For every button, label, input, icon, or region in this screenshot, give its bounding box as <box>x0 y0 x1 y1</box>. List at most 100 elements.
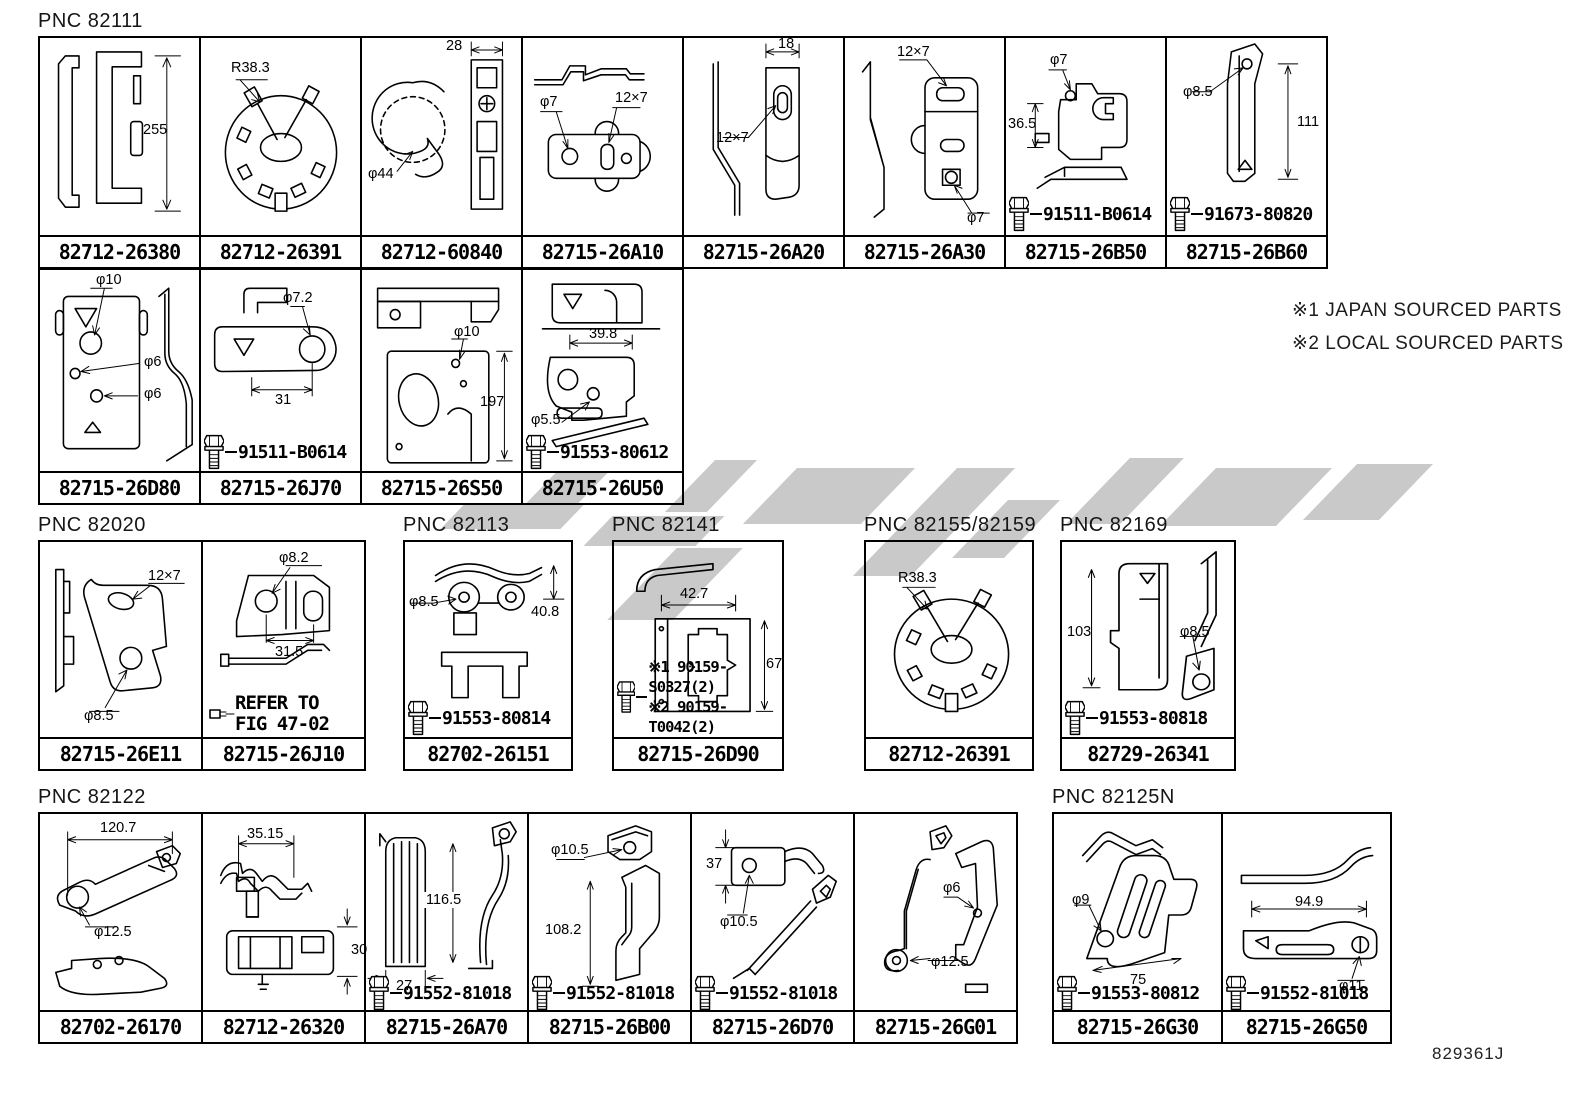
dimension-label: 42.7 <box>680 586 709 602</box>
part-sketch <box>893 586 1010 713</box>
part-cell: 35.15 30 82712-26320 <box>201 812 367 1044</box>
dimension-label: 75 <box>1130 972 1147 988</box>
dimension-label: φ8.5 <box>409 594 439 610</box>
bolt-part-number: 91553-80612 <box>560 441 669 463</box>
bolt-icon <box>532 975 552 1011</box>
connector-icon <box>209 709 235 719</box>
part-sketch <box>712 43 800 216</box>
part-number: 82715-26S50 <box>362 471 521 503</box>
bolt-icon <box>369 975 389 1011</box>
bolt-callout: 91673-80820 <box>1170 195 1313 233</box>
part-sketch <box>219 835 358 995</box>
sourcing-notes: ※1 JAPAN SOURCED PARTS ※2 LOCAL SOURCED … <box>1292 294 1564 360</box>
part-sketch <box>1191 43 1299 183</box>
part-sketch <box>715 829 837 980</box>
part-sketch <box>376 287 513 464</box>
part-cell: φ7.2 31 91511-B0614 82715-26J70 <box>199 268 362 505</box>
dimension-label: φ6 <box>144 386 162 402</box>
bolt-icon <box>204 434 224 470</box>
bolt-part-number: 91673-80820 <box>1204 203 1313 225</box>
pnc-header: PNC 82122 <box>38 786 146 808</box>
bolt-icon <box>526 434 546 470</box>
bolt-icon <box>1009 196 1029 232</box>
pnc-header: PNC 82155/82159 <box>864 514 1037 536</box>
pnc-header: PNC 82169 <box>1060 514 1168 536</box>
part-sketch <box>410 563 565 699</box>
bolt-part-number: 91511-B0614 <box>238 441 347 463</box>
part-number: 82702-26151 <box>405 737 571 769</box>
bolt-callout: 91553-80812 <box>1057 974 1200 1012</box>
bolt-callout: 91553-80814 <box>408 699 551 737</box>
dimension-label: 111 <box>1297 114 1320 130</box>
part-cell: 12×7 φ8.5 82715-26E11 <box>38 540 203 771</box>
dimension-label: 12×7 <box>148 568 181 584</box>
part-number: 82715-26A70 <box>366 1010 527 1042</box>
bolt-callout: 91511-B0614 <box>1009 195 1152 233</box>
dimension-label: φ10 <box>96 272 122 288</box>
part-number: 82715-26A30 <box>845 235 1004 267</box>
part-sketch <box>1082 551 1217 701</box>
pnc-header: PNC 82113 <box>403 514 510 536</box>
part-sketch <box>541 283 661 448</box>
dimension-label: φ7 <box>967 210 985 226</box>
part-sketch <box>54 287 193 462</box>
pnc-section-82020: PNC 82020 12×7 φ8.5 82715-26E11 <box>38 514 366 771</box>
part-cell: 255 82712-26380 <box>38 36 201 269</box>
pnc-section-82169: PNC 82169 103 φ8.5 <box>1060 514 1236 771</box>
part-sketch <box>213 287 337 397</box>
bolt-icon <box>695 975 715 1011</box>
dimension-label: 94.9 <box>1295 894 1324 910</box>
bolt-part-number: 91511-B0614 <box>1043 203 1152 225</box>
dimension-label: 67 <box>766 656 783 672</box>
part-sketch <box>55 831 182 996</box>
bolt-callout: ※1 90159-S0327(2) ※2 90159-T0042(2) <box>617 657 782 737</box>
pnc-section-82111-row2: φ10 φ6 φ6 82715-26D80 φ7.2 31 <box>38 268 684 505</box>
pnc-section-82141: PNC 82141 42.7 67 <box>612 514 784 771</box>
part-sketch <box>371 41 504 210</box>
dimension-label: φ10 <box>454 324 480 340</box>
bolt-callout: 91552-81018 <box>695 974 838 1012</box>
dimension-label: R38.3 <box>898 570 937 586</box>
part-cell: R38.3 82712-26391 <box>199 36 362 269</box>
part-number: 82715-26D80 <box>40 471 199 503</box>
dimension-label: 39.8 <box>589 326 618 342</box>
dimension-label: 12×7 <box>716 130 749 146</box>
part-cell: φ8.5 40.8 91553-80814 82702-26151 <box>403 540 573 771</box>
part-sketch <box>533 65 652 193</box>
part-cell: φ8.2 31.5 REFER TO FIG 47-02 82715-26J10 <box>201 540 366 771</box>
part-number: 82715-26B50 <box>1006 235 1165 267</box>
dimension-label: φ10.5 <box>551 842 589 858</box>
bolt-icon <box>408 700 428 736</box>
refer-callout: REFER TO FIG 47-02 <box>209 693 330 735</box>
note-japan: ※1 JAPAN SOURCED PARTS <box>1292 300 1562 321</box>
dimension-label: 103 <box>1067 624 1092 640</box>
part-cell: φ10 φ6 φ6 82715-26D80 <box>38 268 201 505</box>
dimension-label: 12×7 <box>615 90 648 106</box>
part-cell: 103 φ8.5 91553-80818 82729-26341 <box>1060 540 1236 771</box>
bolt-callout: 91552-81018 <box>369 974 512 1012</box>
dimension-label: 40.8 <box>531 604 560 620</box>
part-cell: 116.5 27 91552-81018 82715-26A70 <box>364 812 529 1044</box>
dimension-label: 116.5 <box>424 892 464 908</box>
part-number: 82715-26G50 <box>1223 1010 1390 1042</box>
bolt-callout: 91511-B0614 <box>204 433 347 471</box>
part-cell: φ7 12×7 82715-26A10 <box>521 36 684 269</box>
dimension-label: 37 <box>706 856 723 872</box>
bolt-part-number: 91552-81018 <box>403 982 512 1004</box>
dimension-label: 28 <box>446 38 463 54</box>
part-number: 82715-26D70 <box>692 1010 853 1042</box>
pnc-section-82122: PNC 82122 120.7 φ12.5 82702-26170 <box>38 786 1018 1044</box>
part-number: 82702-26170 <box>40 1010 201 1042</box>
pnc-section-82111: PNC 82111 255 82712-26380 <box>38 10 1328 269</box>
dimension-label: 18 <box>778 36 795 52</box>
dimension-label: φ44 <box>368 166 394 182</box>
part-number: 82715-26G30 <box>1054 1010 1221 1042</box>
part-number: 82715-26J70 <box>201 471 360 503</box>
part-cell: φ9 75 91553-80812 82715-26G30 <box>1052 812 1223 1044</box>
part-number: 82715-26J10 <box>203 737 364 769</box>
bolt-callout: 91552-81018 <box>532 974 675 1012</box>
dimension-label: 27 <box>396 978 413 994</box>
bolt-part-number: 91553-80818 <box>1099 707 1208 729</box>
dimension-label: φ8.5 <box>1183 84 1213 100</box>
part-number: 82715-26A20 <box>684 235 843 267</box>
